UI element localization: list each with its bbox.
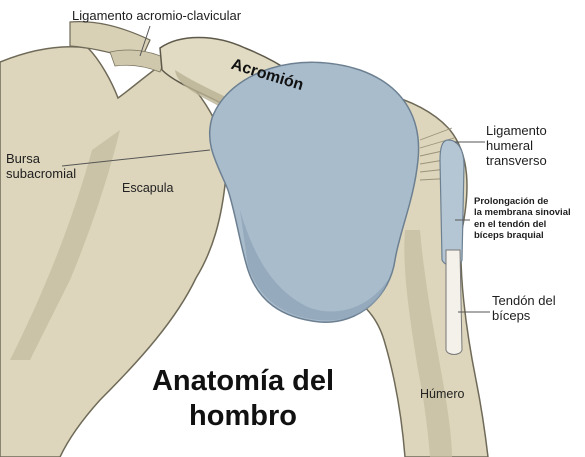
- label-escapula: Escapula: [122, 181, 173, 195]
- synovial-sheath-shape: [440, 140, 464, 266]
- diagram-title: Anatomía del hombro: [148, 364, 338, 434]
- ac-ligament-shape: [110, 50, 165, 72]
- label-humero: Húmero: [420, 387, 464, 401]
- label-tendon-biceps: Tendón del bíceps: [492, 294, 556, 324]
- biceps-tendon-shape: [446, 250, 462, 355]
- label-prolongacion-membrana-sinovial: Prolongación de la membrana sinovial en …: [474, 196, 571, 242]
- label-ligamento-humeral-transverso: Ligamento humeral transverso: [486, 124, 547, 169]
- bursa-capsule-shape: [210, 62, 419, 322]
- label-bursa-subacromial: Bursa subacromial: [6, 152, 76, 182]
- label-ligamento-acromio-clavicular: Ligamento acromio-clavicular: [72, 9, 241, 24]
